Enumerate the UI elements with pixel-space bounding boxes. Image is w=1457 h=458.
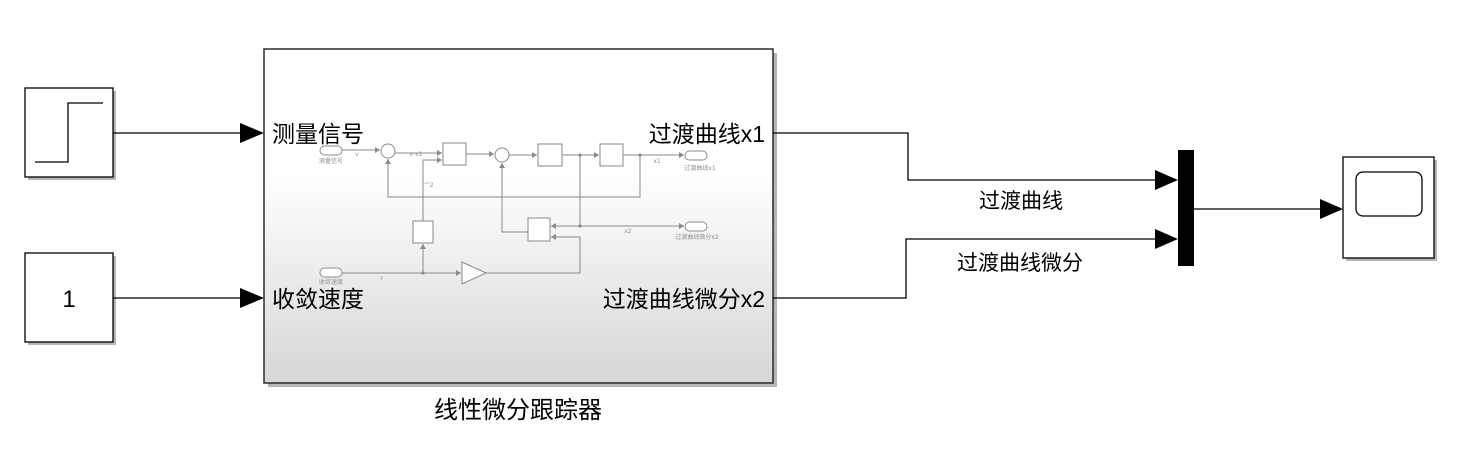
- subsystem-outport-label-1: 过渡曲线x1: [649, 121, 765, 147]
- scope-icon: [1355, 171, 1423, 217]
- mask-outport-2: [684, 221, 708, 232]
- mask-integrator-1: [537, 143, 563, 167]
- constant-block[interactable]: 1: [24, 252, 116, 345]
- mask-inport-2-label: 收敛速度: [319, 278, 343, 286]
- mask-product-block: [442, 142, 467, 166]
- signal-label-x1[interactable]: 过渡曲线: [979, 190, 1063, 213]
- mask-signal-x2: x2: [624, 228, 632, 235]
- mask-inport-1-label: 测量信号: [319, 157, 343, 165]
- mask-inport-1: [319, 145, 343, 156]
- signal-constant-to-subsystem[interactable]: [113, 288, 264, 308]
- subsystem-outport-label-2: 过渡曲线微分x2: [603, 286, 765, 312]
- mask-outport-1-label: 过渡曲线x1: [684, 164, 716, 172]
- subsystem-inport-label-1: 测量信号: [272, 121, 364, 147]
- signal-mux-to-scope[interactable]: [1194, 199, 1343, 219]
- arrow-head: [1155, 229, 1178, 249]
- mask-sum-2: [494, 147, 510, 163]
- mask-integrator-2: [599, 143, 624, 167]
- mask-signal-r2: r^2: [422, 182, 433, 189]
- step-icon: [35, 102, 103, 163]
- mask-sum-1: [380, 143, 396, 159]
- arrow-head: [1320, 199, 1343, 219]
- signal-x1-to-mux[interactable]: [773, 132, 1178, 190]
- subsystem-block[interactable]: 测量信号 v v-x1 x1 过渡曲线x1: [263, 48, 777, 387]
- step-block[interactable]: [24, 87, 116, 180]
- arrow-head: [240, 288, 264, 308]
- mask-signal-r: r: [381, 275, 384, 282]
- mask-product-block-2: [527, 217, 551, 242]
- signal-x2-to-mux[interactable]: [773, 229, 1178, 299]
- constant-value: 1: [62, 286, 75, 313]
- mux-block[interactable]: [1178, 150, 1194, 266]
- subsystem-inport-label-2: 收敛速度: [272, 286, 364, 312]
- mask-outport-1: [684, 150, 708, 161]
- mask-signal-v-x1: v-x1: [410, 151, 423, 158]
- mask-fcn-block: [412, 220, 434, 244]
- arrow-head: [240, 123, 264, 143]
- arrow-head: [1155, 170, 1178, 190]
- mask-outport-2-label: 过渡曲线微分x2: [675, 233, 719, 241]
- subsystem-name[interactable]: 线性微分跟踪器: [434, 397, 602, 424]
- scope-block[interactable]: [1342, 156, 1437, 261]
- mask-inport-2: [319, 267, 343, 278]
- signal-label-x2[interactable]: 过渡曲线微分: [957, 252, 1083, 275]
- subsystem-mask-diagram: 测量信号 v v-x1 x1 过渡曲线x1: [319, 142, 719, 286]
- mask-signal-x1: x1: [653, 158, 661, 165]
- signal-step-to-subsystem[interactable]: [113, 123, 264, 143]
- mask-signal-v: v: [355, 151, 359, 158]
- mask-gain-block: [461, 261, 488, 285]
